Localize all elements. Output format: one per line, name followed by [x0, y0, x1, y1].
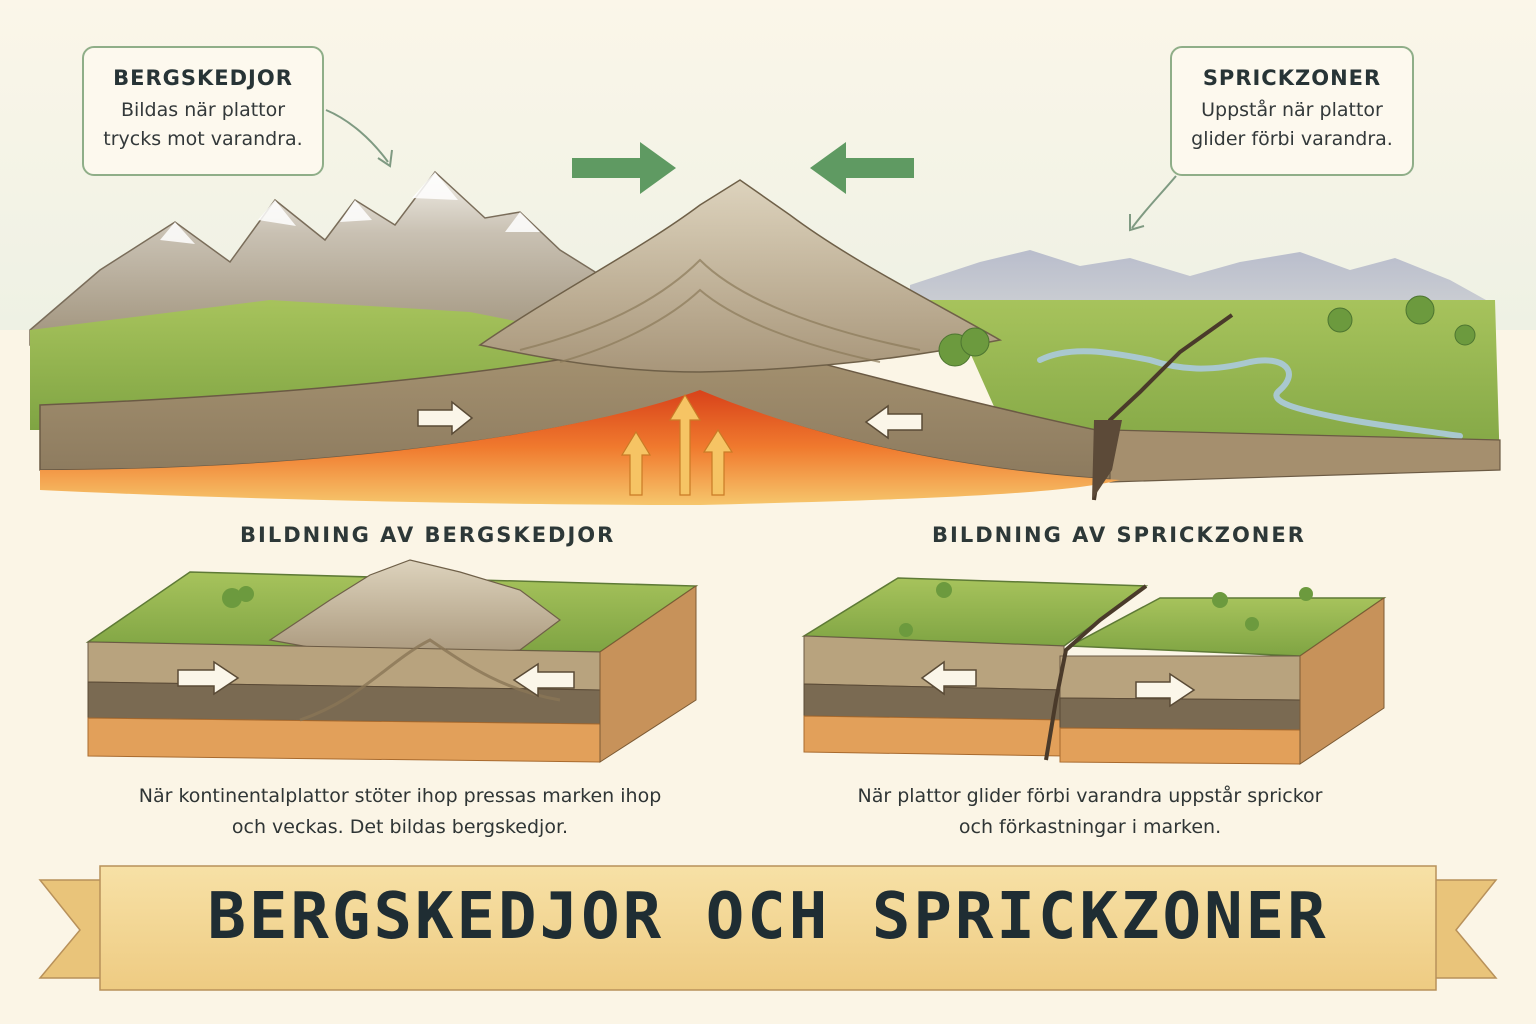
- arrow-right-icon: [572, 142, 676, 194]
- caption-mountains: När kontinentalplattor stöter ihop press…: [110, 781, 690, 843]
- callout-pointer-right-head: [1129, 214, 1145, 232]
- section-heading-mountains: BILDNING AV BERGSKEDJOR: [240, 523, 616, 547]
- caption-line: När kontinentalplattor stöter ihop press…: [138, 785, 662, 807]
- callout-text-line: glider förbi varandra.: [1191, 128, 1393, 150]
- arrow-left-icon: [864, 404, 923, 440]
- magma: [40, 390, 1120, 505]
- caption-line: När plattor glider förbi varandra uppstå…: [857, 785, 1323, 807]
- tree-icon: [899, 582, 1313, 637]
- callout-text-line: Bildas när plattor: [120, 99, 286, 121]
- banner-ribbon: [38, 865, 1498, 991]
- arrow-left-icon: [512, 662, 575, 698]
- fault-crack: [1044, 584, 1148, 761]
- central-mountain: [478, 179, 1003, 373]
- callout-text-line: trycks mot varandra.: [103, 128, 303, 150]
- block-front-left3: [803, 715, 1065, 757]
- arrow-right-icon: [417, 400, 474, 436]
- ribbon-body: [99, 865, 1437, 991]
- block-fold: [299, 638, 561, 722]
- block-rifts: [801, 577, 1387, 765]
- section-heading-rifts: BILDNING AV SPRICKZONER: [932, 523, 1306, 547]
- callout-title: BERGSKEDJOR: [113, 66, 293, 90]
- callout-text-line: Uppstår när plattor: [1201, 99, 1383, 121]
- callout-rifts: SPRICKZONER Uppstår när plattor glider f…: [1170, 46, 1414, 176]
- fault-shade: [1092, 420, 1122, 500]
- snow-caps: [160, 172, 540, 244]
- block-front-layer3: [87, 717, 601, 763]
- caption-rifts: När plattor glider förbi varandra uppstå…: [800, 781, 1380, 843]
- callout-pointer-right: [1131, 175, 1177, 229]
- callout-title: SPRICKZONER: [1202, 66, 1382, 90]
- callout-pointer-left: [325, 109, 389, 163]
- callout-mountains: BERGSKEDJOR Bildas när plattor trycks mo…: [82, 46, 324, 176]
- block-mountains: [85, 559, 699, 763]
- block-side: [599, 585, 697, 763]
- block-front-left2: [803, 683, 1065, 721]
- tree-icon: [222, 586, 254, 608]
- block-front-layer2: [87, 681, 601, 725]
- arrow-left-icon: [920, 660, 977, 696]
- banner-title: BERGSKEDJOR OCH SPRICKZONER: [207, 880, 1329, 954]
- arrow-up-icon: [620, 393, 734, 496]
- callout-pointer-left-head: [377, 149, 393, 168]
- arrow-right-icon: [177, 660, 240, 696]
- arrow-right-icon: [1135, 672, 1196, 708]
- caption-line: och förkastningar i marken.: [958, 816, 1222, 838]
- block-front-right3: [1059, 727, 1301, 765]
- block-side: [1299, 597, 1385, 765]
- caption-line: och veckas. Det bildas bergskedjor.: [231, 816, 569, 838]
- fold-lines: [519, 258, 921, 363]
- top-scene: [29, 109, 1501, 505]
- tree-icon: [938, 295, 1476, 367]
- river: [1037, 348, 1463, 439]
- block-front-right2: [1059, 697, 1301, 731]
- arrow-left-icon: [810, 142, 914, 194]
